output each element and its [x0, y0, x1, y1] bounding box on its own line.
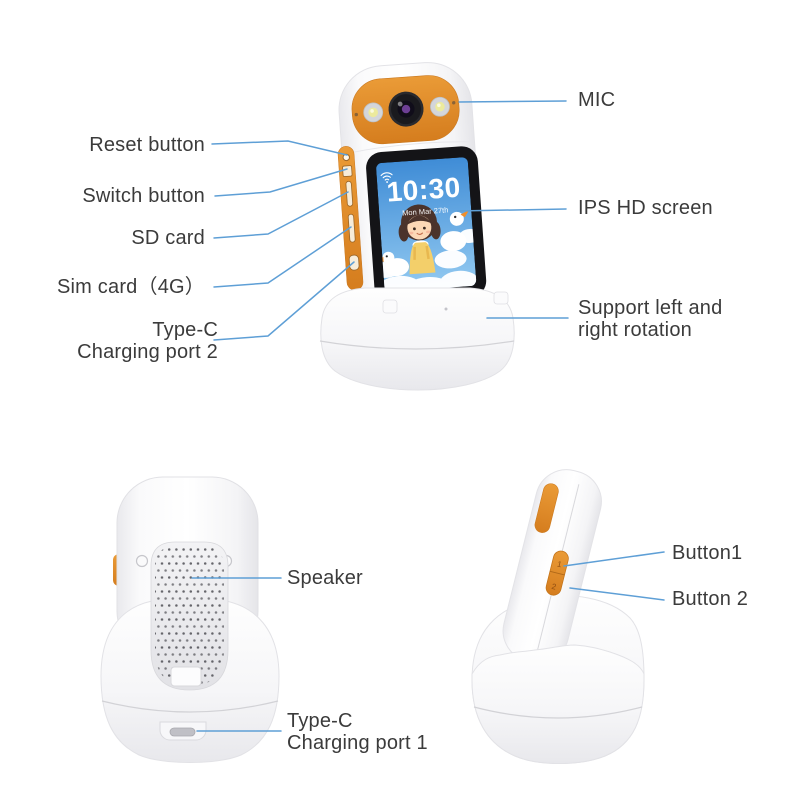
leader-type-c-2 [213, 261, 355, 341]
front-dock-base [319, 287, 515, 391]
dock-seam [101, 700, 279, 713]
dock-clip-left [382, 299, 398, 314]
led-light-left [363, 102, 384, 123]
screen-time: 10:30 [386, 172, 462, 208]
side-buttons: 1 2 [545, 550, 569, 596]
mic-hole-left [354, 112, 359, 117]
mic-hole [452, 101, 456, 105]
leader-ips-screen [456, 208, 567, 212]
front-view: 10:30 Mon Mar 27th [319, 62, 515, 391]
switch-button [342, 165, 353, 177]
led-light-right [430, 96, 450, 117]
side-view: 1 2 [471, 469, 645, 764]
label-reset-button: Reset button [89, 134, 205, 156]
wifi-icon [380, 172, 393, 183]
label-line: Charging port 1 [287, 732, 428, 754]
label-button2: Button 2 [672, 588, 749, 610]
head-crease [347, 141, 470, 154]
label-line: right rotation [578, 319, 692, 341]
label-switch-button: Switch button [82, 185, 205, 207]
speaker-grille [155, 546, 224, 686]
leader-sim-card [213, 226, 352, 288]
label-type-c-charging-port-2: Type-C Charging port 2 [77, 319, 218, 363]
side-handset: 1 2 [502, 469, 602, 664]
dock-tab [170, 666, 202, 687]
side-port-strip [337, 146, 364, 291]
label-sim-card: Sim card（4G） [57, 276, 205, 298]
leader-button1 [563, 551, 665, 567]
goose-right [440, 209, 470, 252]
dock-seam [473, 706, 643, 719]
dock-hole [444, 307, 448, 311]
leader-button2 [569, 587, 665, 601]
screen-date: Mon Mar 27th [402, 205, 449, 217]
label-mic: MIC [578, 89, 616, 111]
leader-reset [211, 140, 348, 156]
camera-lens [388, 91, 424, 127]
button-divider [549, 570, 565, 576]
label-type-c-charging-port-1: Type-C Charging port 1 [287, 710, 428, 754]
leader-lines [191, 100, 665, 732]
label-line: Support left and [578, 297, 723, 319]
label-line: Charging port 2 [77, 341, 218, 363]
leader-switch [214, 168, 348, 197]
label-sd-card: SD card [131, 227, 205, 249]
label-line: Type-C [287, 710, 353, 732]
dock-seam [319, 340, 515, 350]
button1: 1 [556, 559, 563, 569]
label-support-rotation: Support left and right rotation [578, 297, 722, 341]
side-dock-front-rim [471, 644, 645, 764]
label-button1: Button1 [672, 542, 743, 564]
label-ips-hd-screen: IPS HD screen [578, 197, 713, 219]
leader-mic [458, 100, 567, 103]
girl-illustration [398, 204, 441, 275]
front-handset: 10:30 Mon Mar 27th [337, 62, 487, 318]
label-speaker: Speaker [287, 567, 363, 589]
back-view [100, 476, 280, 763]
label-line: Type-C [152, 319, 218, 341]
button2: 2 [551, 582, 558, 592]
type-c-port-1 [169, 727, 196, 737]
camera-bump-side [534, 483, 559, 533]
leader-sd-card [213, 191, 349, 239]
dock-clip-right [493, 291, 509, 305]
sd-card-slot [345, 180, 354, 207]
screw-left [135, 554, 149, 568]
